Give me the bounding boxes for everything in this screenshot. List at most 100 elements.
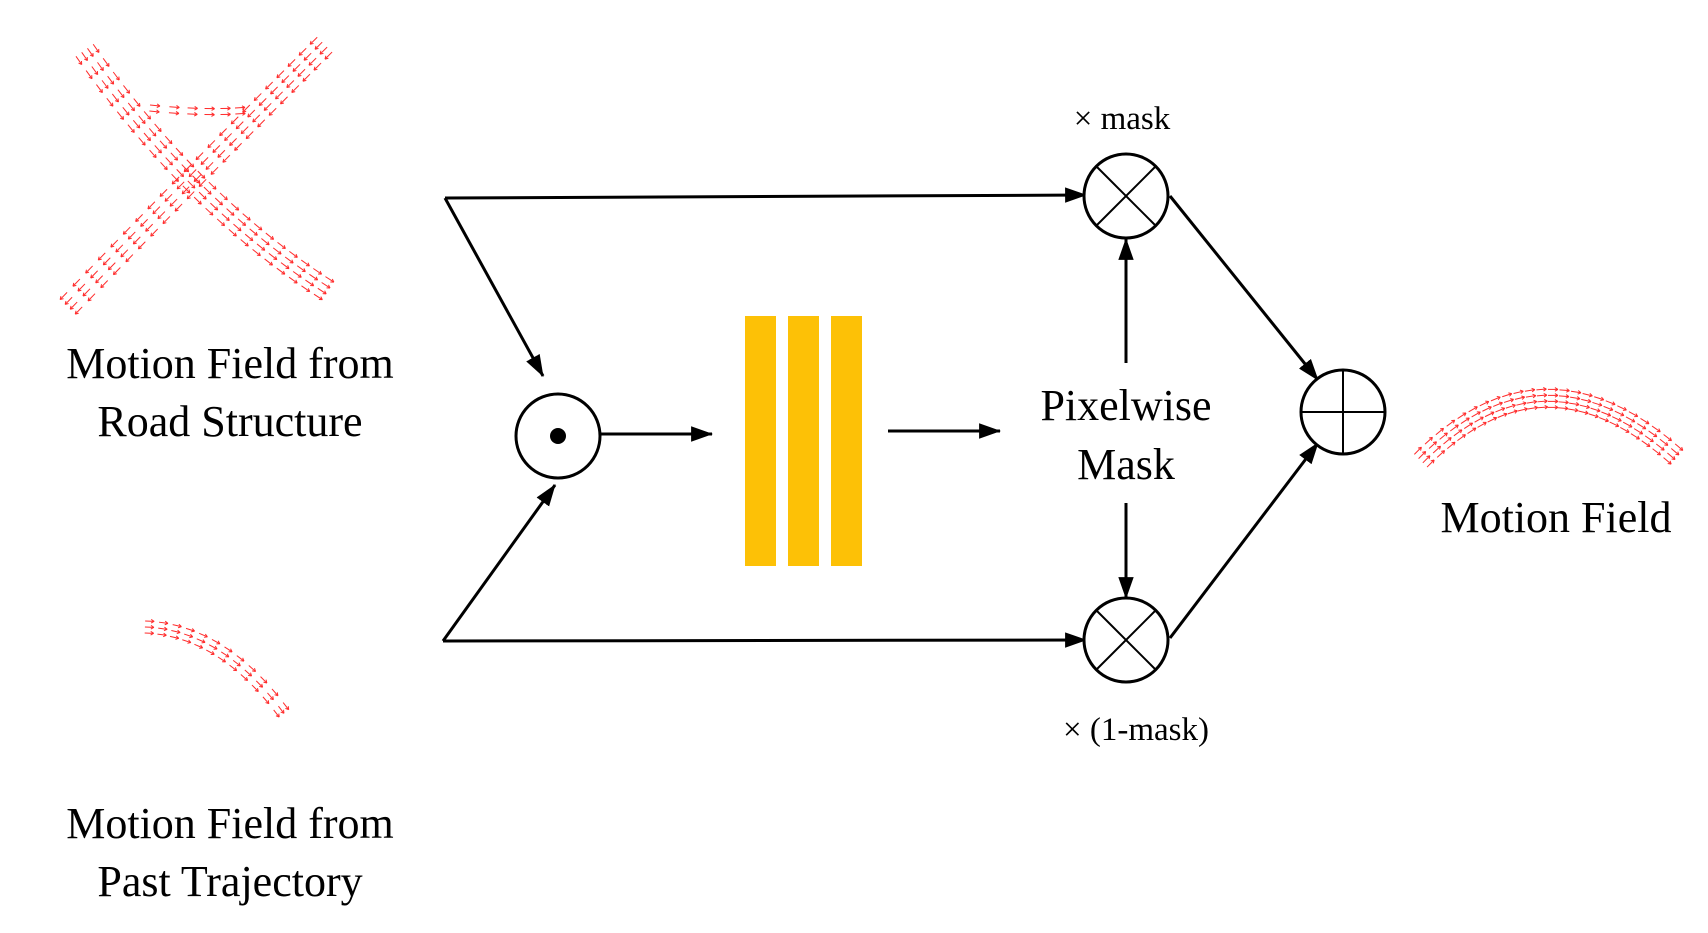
road-field-arrow bbox=[317, 287, 327, 295]
output-field-arrow bbox=[1457, 434, 1466, 442]
past-field-arrow bbox=[229, 664, 237, 672]
past-field-arrow-head bbox=[187, 639, 192, 644]
output-field-arrow-head bbox=[1432, 441, 1437, 446]
road-field-arrow-head bbox=[152, 210, 157, 215]
road-field-arrow bbox=[289, 250, 298, 258]
output-field-arrow bbox=[1578, 410, 1589, 414]
past-field-arrow-head bbox=[274, 692, 279, 697]
road-field-arrow bbox=[228, 229, 237, 237]
road-field-arrow-head bbox=[265, 85, 270, 90]
road-field-arrow-head bbox=[169, 202, 174, 207]
road-field-arrow bbox=[132, 236, 141, 245]
past-field-arrow-head bbox=[280, 709, 285, 714]
add-operator bbox=[1299, 368, 1387, 456]
past-field-arrow bbox=[267, 692, 274, 701]
road-field-arrow bbox=[308, 57, 317, 66]
road-field-arrow bbox=[212, 145, 221, 153]
past-field-arrow-head bbox=[213, 645, 218, 650]
road-field-arrow-head bbox=[261, 246, 266, 251]
road-field-arrow-head bbox=[157, 149, 162, 154]
road-field-arrow-head bbox=[257, 123, 262, 128]
output-field-arrow-head bbox=[1639, 430, 1644, 435]
past-field-arrow-head bbox=[240, 657, 245, 662]
road-field-arrow-head bbox=[98, 89, 103, 94]
output-field-arrow-head bbox=[1575, 402, 1580, 407]
road-field-arrow bbox=[244, 233, 254, 242]
arrow-bottom-multiply-to-add bbox=[1168, 442, 1320, 639]
road-field-arrow-head bbox=[223, 196, 228, 201]
road-field-arrow bbox=[313, 293, 323, 301]
output-field-arrow-head bbox=[1634, 413, 1639, 418]
road-field-arrow-head bbox=[314, 276, 319, 281]
road-field-arrow bbox=[169, 198, 178, 207]
road-field-arrow-head bbox=[218, 201, 223, 206]
output-field-arrow bbox=[1605, 400, 1616, 405]
output-field-arrow-head bbox=[1600, 396, 1605, 402]
road-field-arrow-head bbox=[241, 111, 246, 116]
road-field-arrow bbox=[265, 232, 274, 240]
road-field-arrow-head bbox=[247, 113, 252, 118]
road-field-arrow bbox=[195, 152, 204, 160]
road-field-arrow-head bbox=[120, 253, 125, 258]
road-field-arrow bbox=[313, 268, 322, 275]
output-field-arrow bbox=[1463, 422, 1473, 429]
past-field-arrow bbox=[260, 676, 268, 684]
output-field-arrow-head bbox=[1422, 451, 1427, 456]
road-field-arrow bbox=[176, 181, 185, 190]
road-field-arrow bbox=[219, 128, 227, 137]
output-field-arrow bbox=[1471, 411, 1481, 418]
road-field-arrow bbox=[150, 228, 159, 237]
road-structure-label-line1: Motion Field from bbox=[66, 339, 394, 388]
output-field-arrow-head bbox=[1675, 451, 1680, 456]
road-field-arrow bbox=[226, 208, 235, 216]
output-field-arrow-head bbox=[1458, 429, 1463, 434]
output-field-arrow bbox=[1637, 423, 1647, 430]
output-field-arrow-head bbox=[1576, 396, 1581, 401]
road-field-arrow-head bbox=[214, 206, 219, 211]
output-field-arrow bbox=[1505, 404, 1516, 409]
road-field-arrow-head bbox=[281, 270, 286, 275]
output-field-arrow-head bbox=[1437, 445, 1442, 450]
road-field-arrow bbox=[205, 207, 214, 216]
road-field-arrow-head bbox=[164, 197, 169, 202]
road-field-arrow-head bbox=[313, 66, 318, 71]
road-field-arrow bbox=[168, 112, 179, 114]
output-field-arrow-head bbox=[1617, 417, 1622, 422]
road-field-arrow-head bbox=[163, 166, 168, 171]
road-field-arrow bbox=[100, 280, 109, 289]
output-field-arrow-head bbox=[1543, 393, 1548, 398]
road-field-arrow-head bbox=[145, 227, 150, 232]
road-field-arrow-head bbox=[322, 290, 327, 295]
road-field-arrow bbox=[297, 68, 306, 77]
road-field-arrow-head bbox=[174, 207, 179, 212]
road-field-arrow-head bbox=[179, 151, 184, 156]
output-field-arrow bbox=[1436, 450, 1445, 458]
output-field-arrow bbox=[1592, 401, 1603, 406]
road-field-arrow-head bbox=[132, 240, 137, 245]
output-field-arrow-head bbox=[1443, 432, 1448, 437]
output-field-arrow bbox=[1432, 445, 1441, 454]
road-field-arrow-head bbox=[112, 271, 117, 276]
output-field-arrow bbox=[1502, 393, 1512, 398]
road-field-arrow-head bbox=[232, 232, 237, 237]
past-field-arrow bbox=[220, 651, 230, 658]
past-field-arrow bbox=[182, 639, 192, 644]
road-field-arrow-head bbox=[244, 242, 249, 247]
past-field-arrow bbox=[262, 696, 270, 704]
output-field-arrow bbox=[1588, 413, 1599, 418]
road-field-arrow bbox=[200, 157, 209, 165]
arrow-past-to-dot-product bbox=[441, 484, 557, 642]
road-field-arrow-head bbox=[318, 296, 323, 301]
output-field-arrow bbox=[1449, 424, 1459, 432]
road-field-arrow-head bbox=[297, 273, 302, 278]
road-field-arrow bbox=[287, 59, 296, 67]
output-field-arrow bbox=[1537, 400, 1548, 403]
output-field-arrow-head bbox=[1667, 437, 1672, 442]
output-field-arrow-head bbox=[1631, 418, 1636, 423]
road-field-arrow bbox=[127, 102, 135, 112]
output-field-arrow bbox=[1474, 416, 1484, 423]
road-field-arrow bbox=[205, 161, 214, 170]
output-field-arrow bbox=[1579, 404, 1590, 408]
road-field-arrow-head bbox=[180, 173, 185, 178]
road-field-arrow-head bbox=[200, 161, 205, 166]
